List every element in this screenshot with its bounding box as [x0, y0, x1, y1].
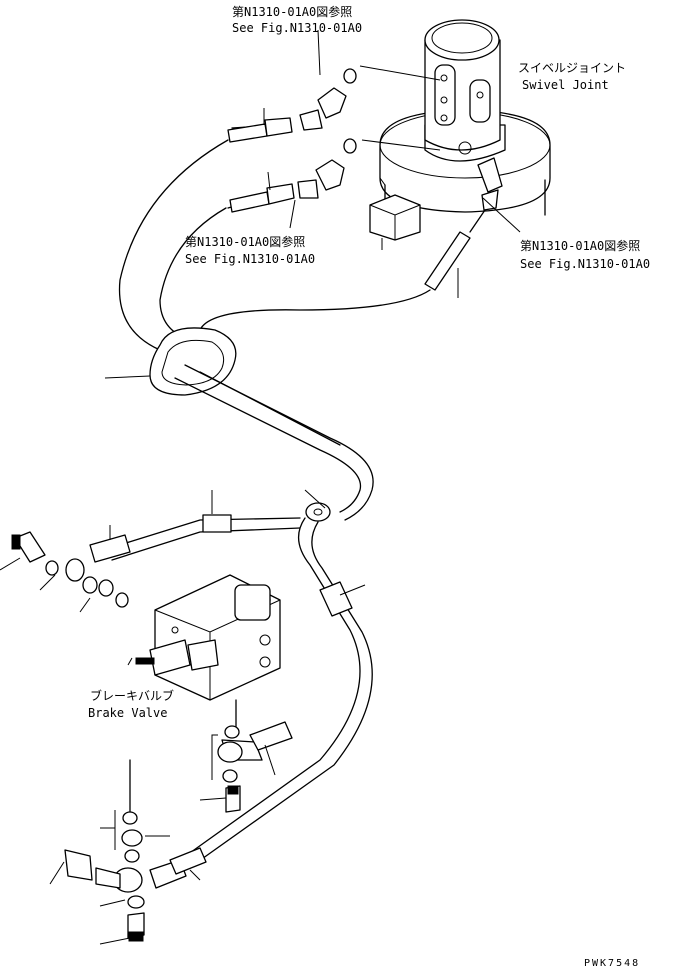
brake-valve-label-en: Brake Valve: [88, 706, 167, 720]
brake-valve: [135, 574, 281, 701]
brake-valve-label-jp: ブレーキバルブ: [90, 688, 174, 703]
elbow-fittings: [297, 87, 347, 199]
swivel-joint: [369, 19, 551, 250]
brake-hose-left: [11, 514, 301, 582]
leader-lines: [0, 29, 521, 945]
brake-hose-right: [179, 517, 373, 867]
swivel-joint-label-jp: スイベルジョイント: [518, 61, 626, 75]
ref-mid-left-jp: 第N1310-01A0図参照: [185, 234, 305, 249]
swivel-joint-label-en: Swivel Joint: [522, 78, 609, 92]
o-rings-swivel: [343, 68, 357, 154]
ref-top-jp: 第N1310-01A0図参照: [232, 4, 352, 19]
drawing-code: PWK7548: [584, 958, 640, 969]
ref-mid-right-en: See Fig.N1310-01A0: [520, 257, 650, 271]
valve-return-pipe: [129, 699, 237, 816]
ref-mid-left-en: See Fig.N1310-01A0: [185, 252, 315, 266]
valve-o-rings: [82, 576, 129, 608]
ref-mid-right-jp: 第N1310-01A0図参照: [520, 238, 640, 253]
lower-fitting-group: [64, 811, 207, 942]
grommet: [149, 327, 237, 396]
ref-top-en: See Fig.N1310-01A0: [232, 21, 362, 35]
right-fitting-group: [217, 721, 293, 813]
upper-hoses: [118, 117, 486, 351]
